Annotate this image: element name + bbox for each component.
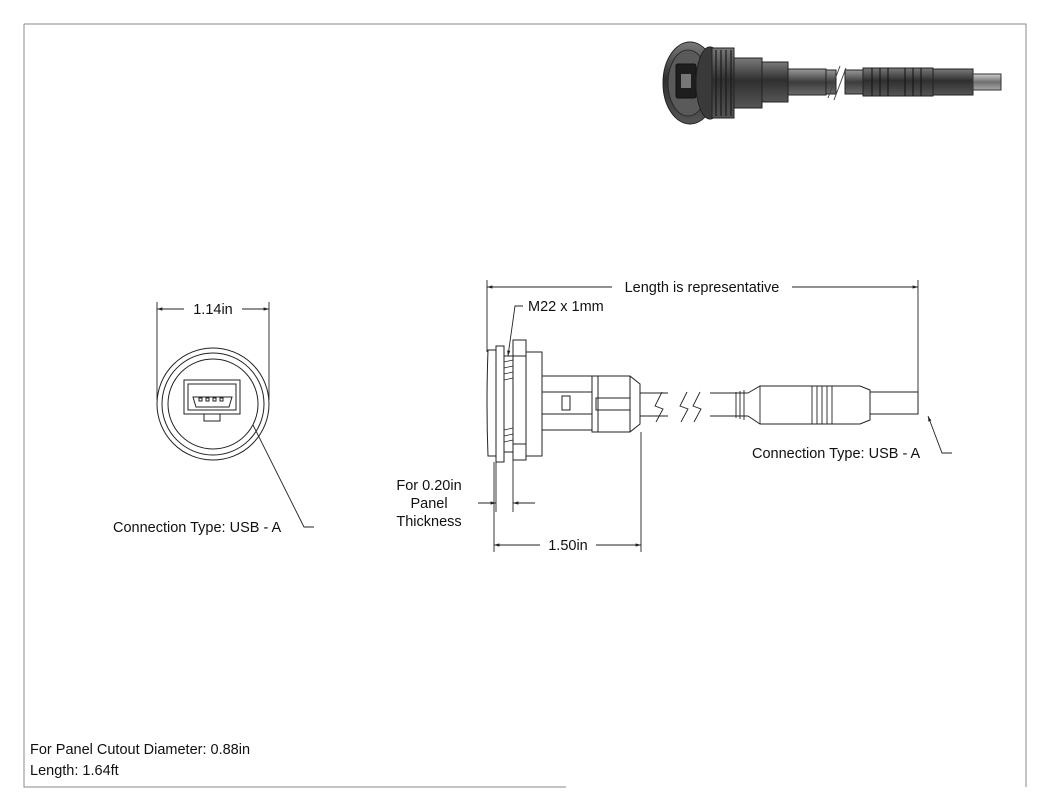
depth-dimension: [493, 432, 642, 552]
front-width-dimension: [156, 302, 270, 400]
panel-thickness-dimension: [478, 460, 535, 512]
side-connection-leader: [927, 415, 952, 454]
front-connection-label: Connection Type: USB - A: [113, 520, 282, 536]
panel-label-line-2: Panel: [410, 496, 447, 512]
depth-label: 1.50in: [548, 538, 588, 554]
side-view: [486, 339, 919, 463]
sheet-border: [23, 23, 1027, 788]
length-label: Length is representative: [625, 280, 780, 296]
length-dimension: [486, 280, 919, 392]
panel-label-line-1: For 0.20in: [396, 478, 461, 494]
side-connection-label: Connection Type: USB - A: [752, 446, 921, 462]
front-connection-leader: [252, 424, 314, 528]
panel-label-line-3: Thickness: [396, 514, 461, 530]
thread-leader: [507, 305, 523, 357]
thread-label: M22 x 1mm: [528, 299, 604, 315]
front-width-label: 1.14in: [193, 302, 233, 318]
cutout-note: For Panel Cutout Diameter: 0.88in: [30, 742, 250, 758]
product-render: [662, 41, 1002, 125]
length-note: Length: 1.64ft: [30, 763, 119, 779]
front-view: [156, 347, 270, 461]
